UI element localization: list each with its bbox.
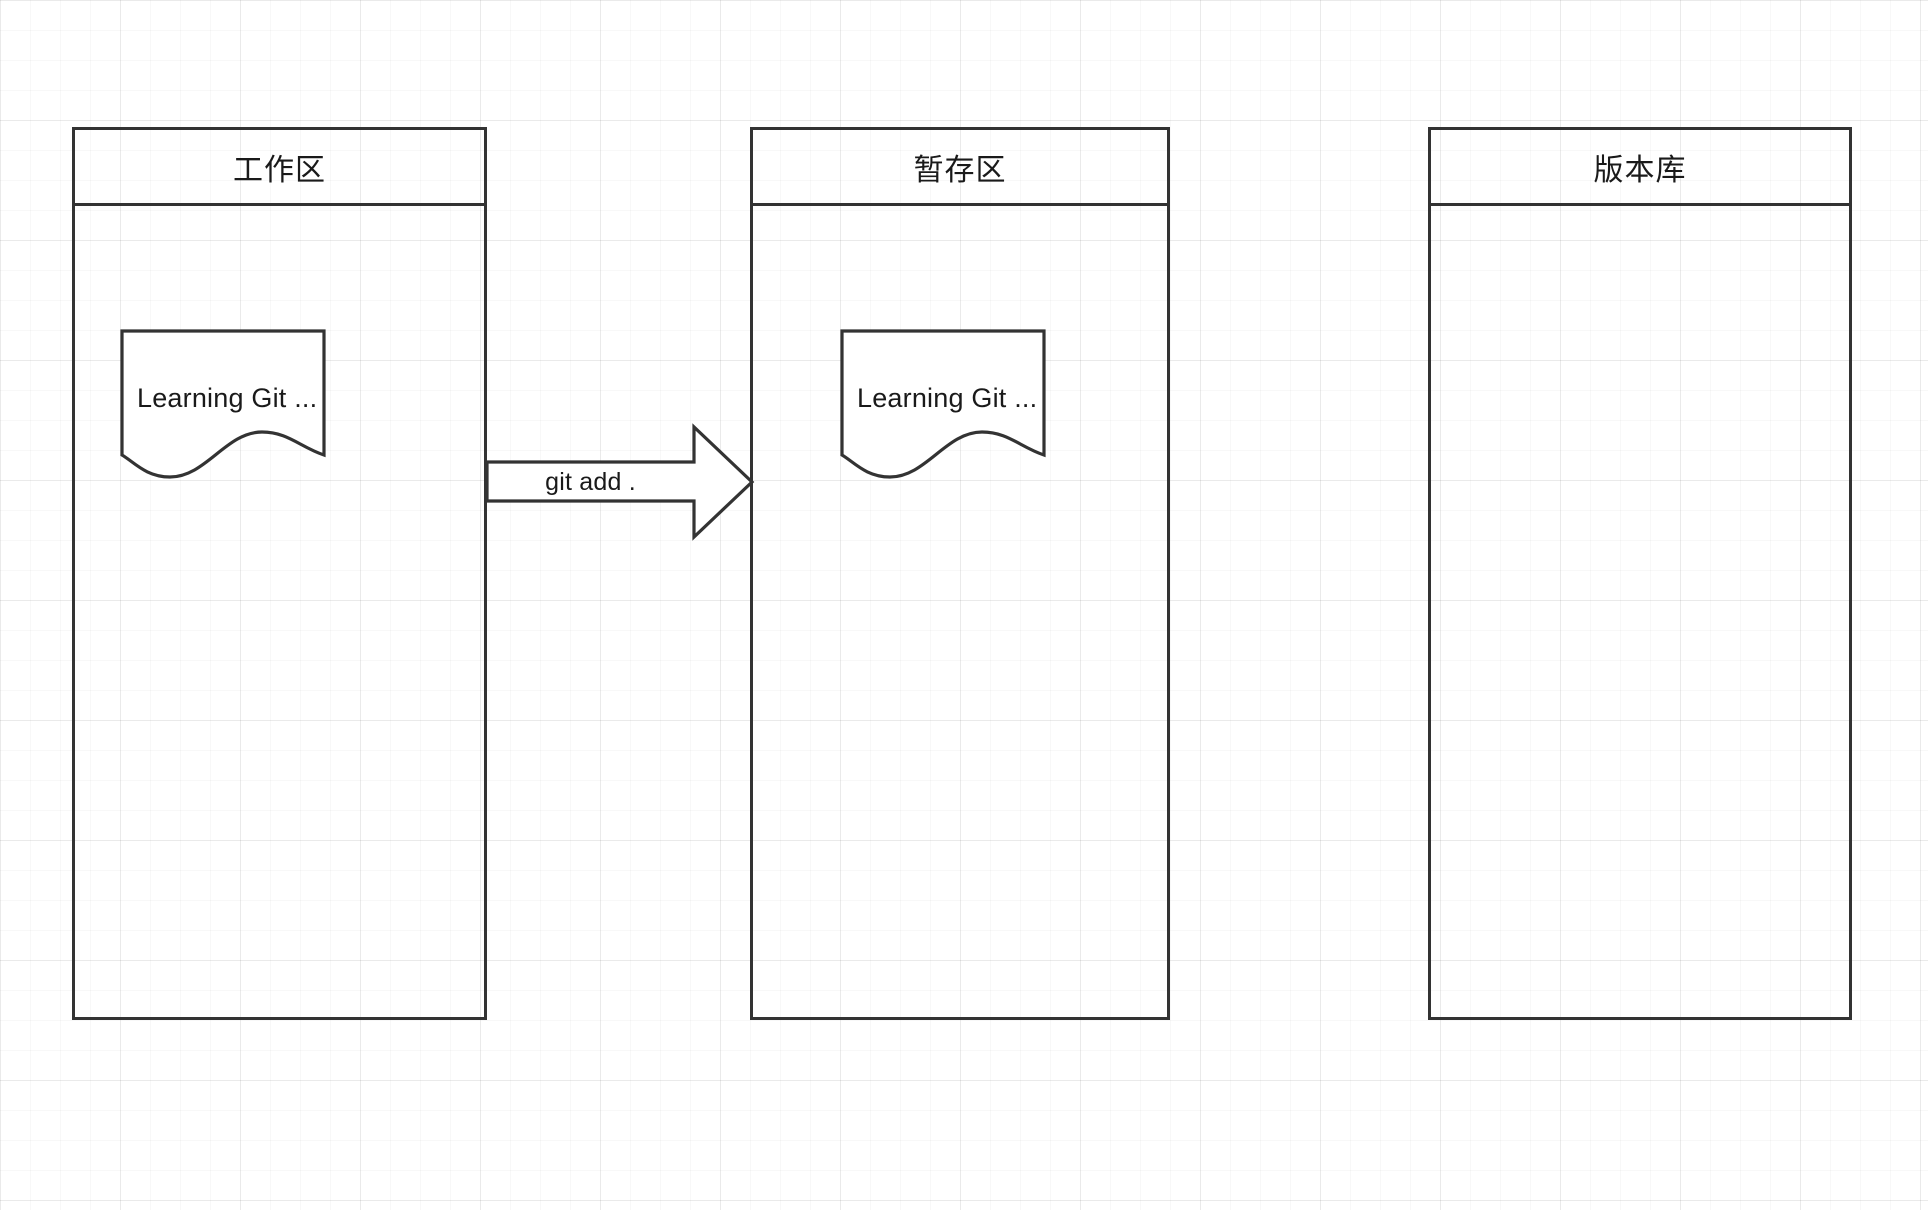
git-add-arrow-shape	[485, 423, 755, 541]
lane-title-repository: 版本库	[1593, 153, 1687, 187]
document-shape-staging-area	[840, 329, 1046, 479]
lane-header-working-directory: 工作区	[75, 130, 484, 206]
lane-title-working-directory: 工作区	[233, 153, 326, 187]
document-label-working-directory: Learning Git ...	[137, 383, 318, 413]
document-shape-working-directory	[120, 329, 326, 479]
lane-repository[interactable]: 版本库	[1428, 127, 1852, 1020]
document-label-staging-area: Learning Git ...	[857, 383, 1038, 413]
lane-staging-area[interactable]: 暂存区	[750, 127, 1170, 1020]
git-add-arrow-label: git add .	[545, 468, 636, 496]
lane-title-staging-area: 暂存区	[913, 153, 1007, 187]
lane-header-repository: 版本库	[1431, 130, 1849, 206]
lane-header-staging-area: 暂存区	[753, 130, 1167, 206]
lane-working-directory[interactable]: 工作区	[72, 127, 487, 1020]
